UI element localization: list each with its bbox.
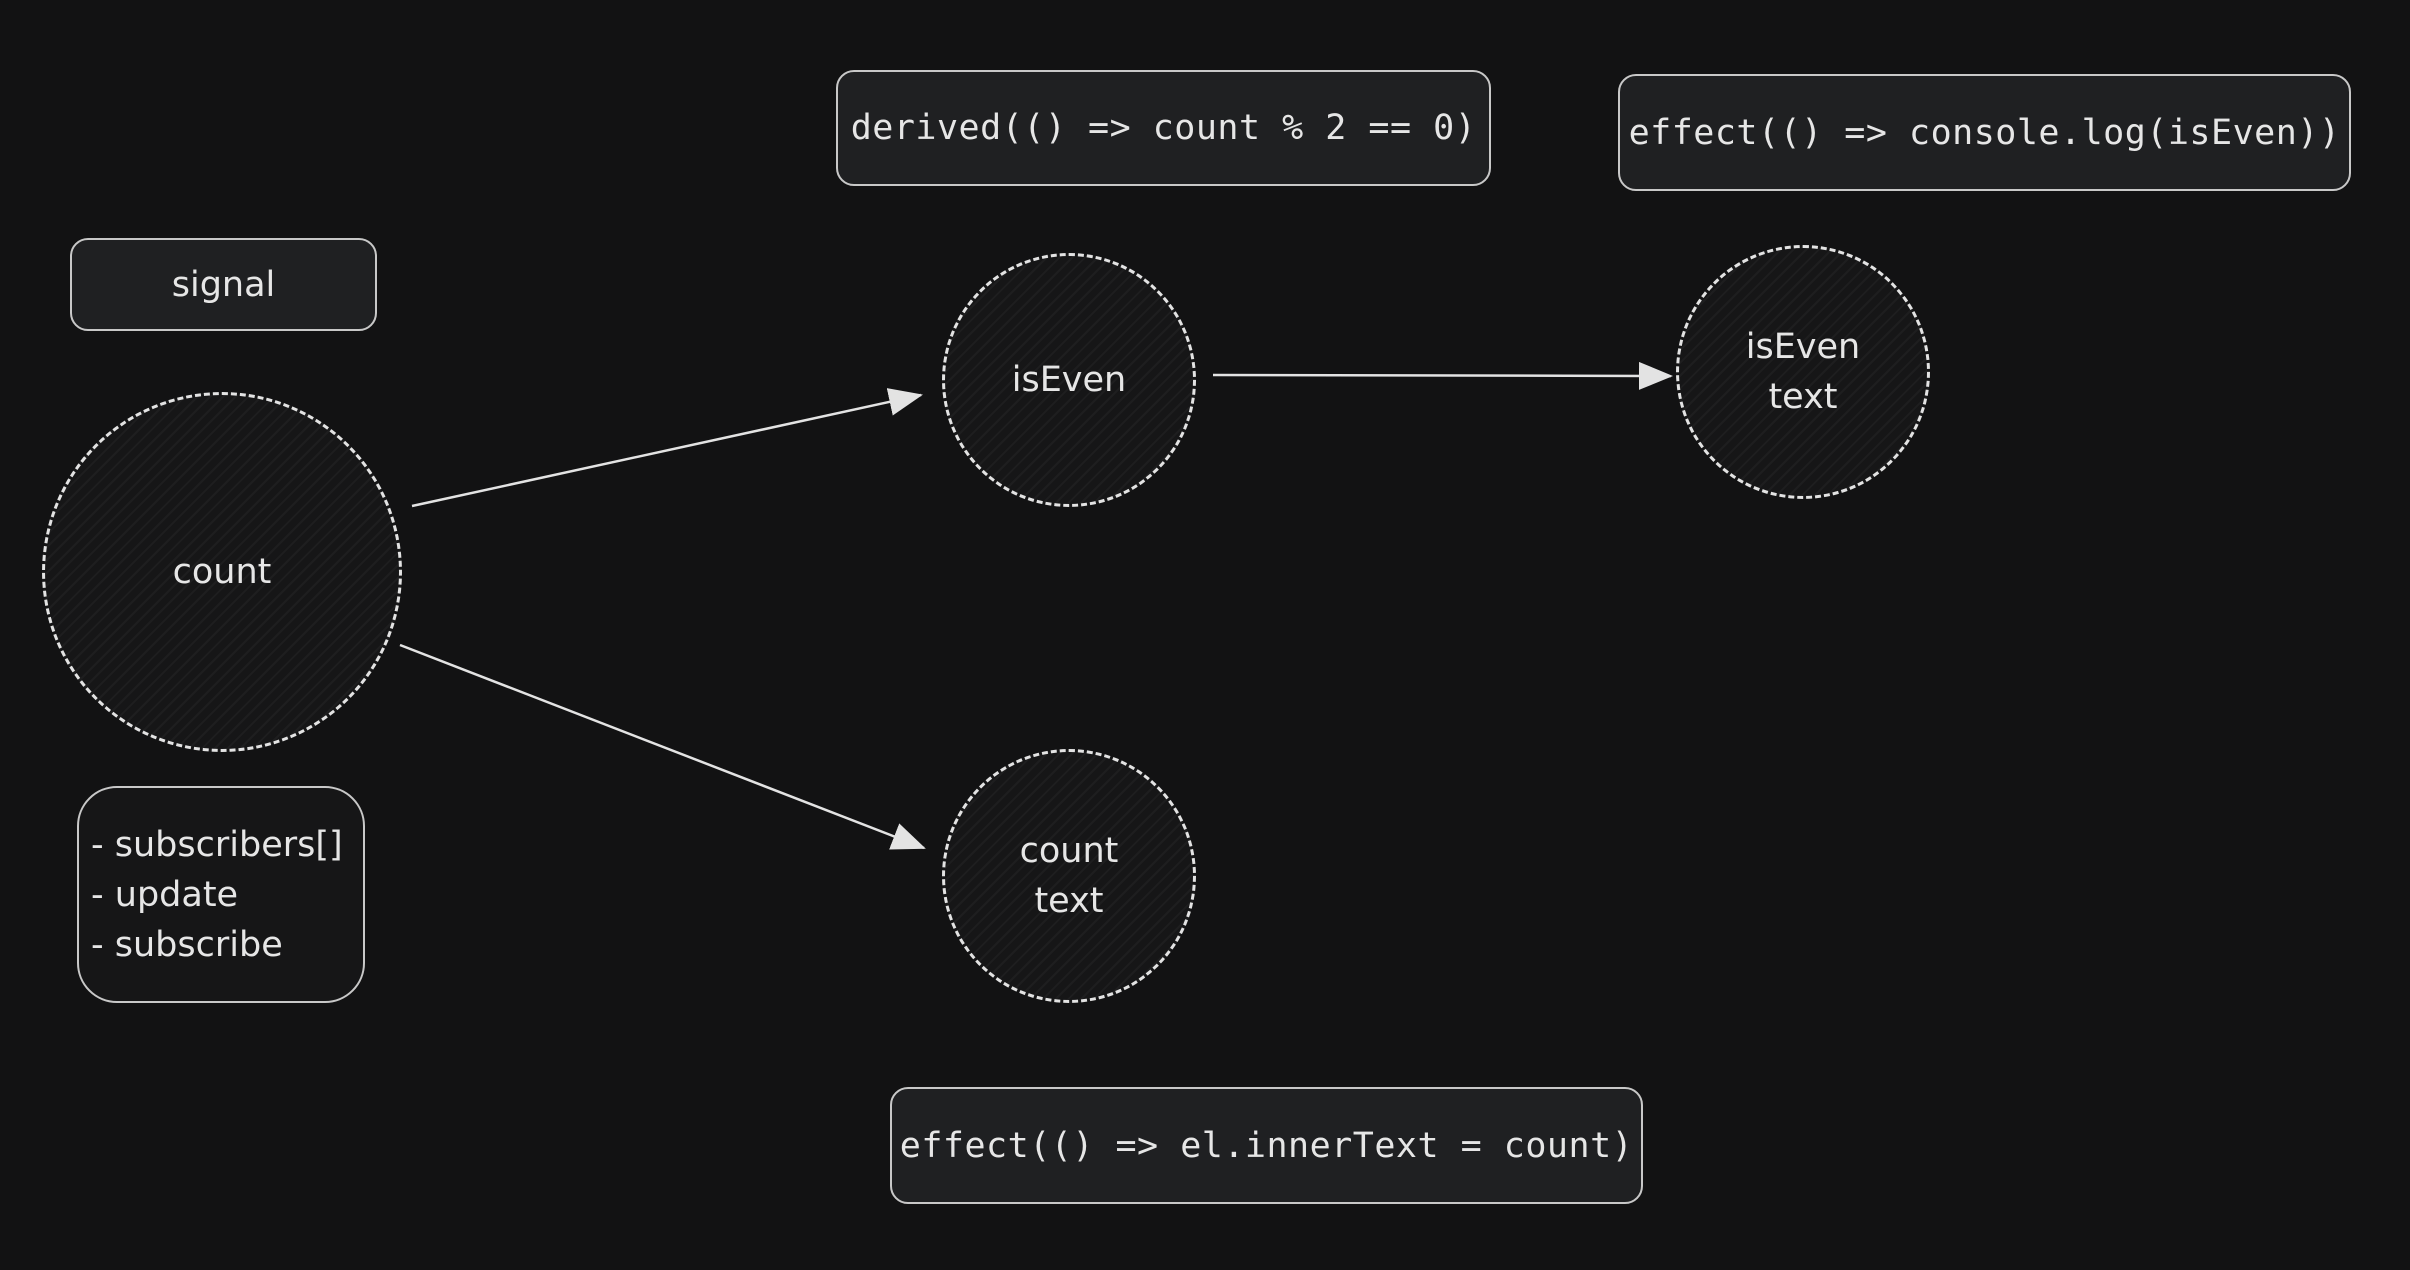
iseven-text-node-line1: isEven	[1745, 327, 1861, 367]
iseven-node: isEven	[942, 253, 1196, 507]
iseven-node-label: isEven	[1011, 360, 1127, 400]
derived-code-text: derived(() => count % 2 == 0)	[850, 108, 1477, 148]
effect-iseven-code-box: effect(() => console.log(isEven))	[1618, 74, 2351, 191]
signal-label-text: signal	[171, 264, 276, 305]
edge-count-to-iseven	[411, 388, 923, 508]
count-text-node-line1: count	[1019, 831, 1119, 871]
count-text-node: count text	[942, 749, 1196, 1003]
notes-item-subscribe: - subscribe	[91, 924, 283, 965]
notes-item-subscribers: - subscribers[]	[91, 824, 343, 865]
edge-count-to-count-text	[399, 643, 926, 850]
count-node-label: count	[172, 552, 272, 592]
edge-iseven-to-iseven-text	[1212, 361, 1673, 390]
count-node: count	[42, 392, 402, 752]
derived-code-box: derived(() => count % 2 == 0)	[836, 70, 1491, 186]
effect-count-code-box: effect(() => el.innerText = count)	[890, 1087, 1643, 1204]
iseven-text-node: isEven text	[1676, 245, 1930, 499]
effect-iseven-code-text: effect(() => console.log(isEven))	[1628, 112, 2341, 153]
iseven-text-node-line2: text	[1768, 377, 1838, 417]
count-text-node-line2: text	[1034, 881, 1104, 921]
signal-notes-box: - subscribers[] - update - subscribe	[77, 786, 365, 1003]
effect-count-code-text: effect(() => el.innerText = count)	[899, 1125, 1634, 1166]
signal-label-box: signal	[70, 238, 377, 331]
notes-item-update: - update	[91, 874, 239, 915]
